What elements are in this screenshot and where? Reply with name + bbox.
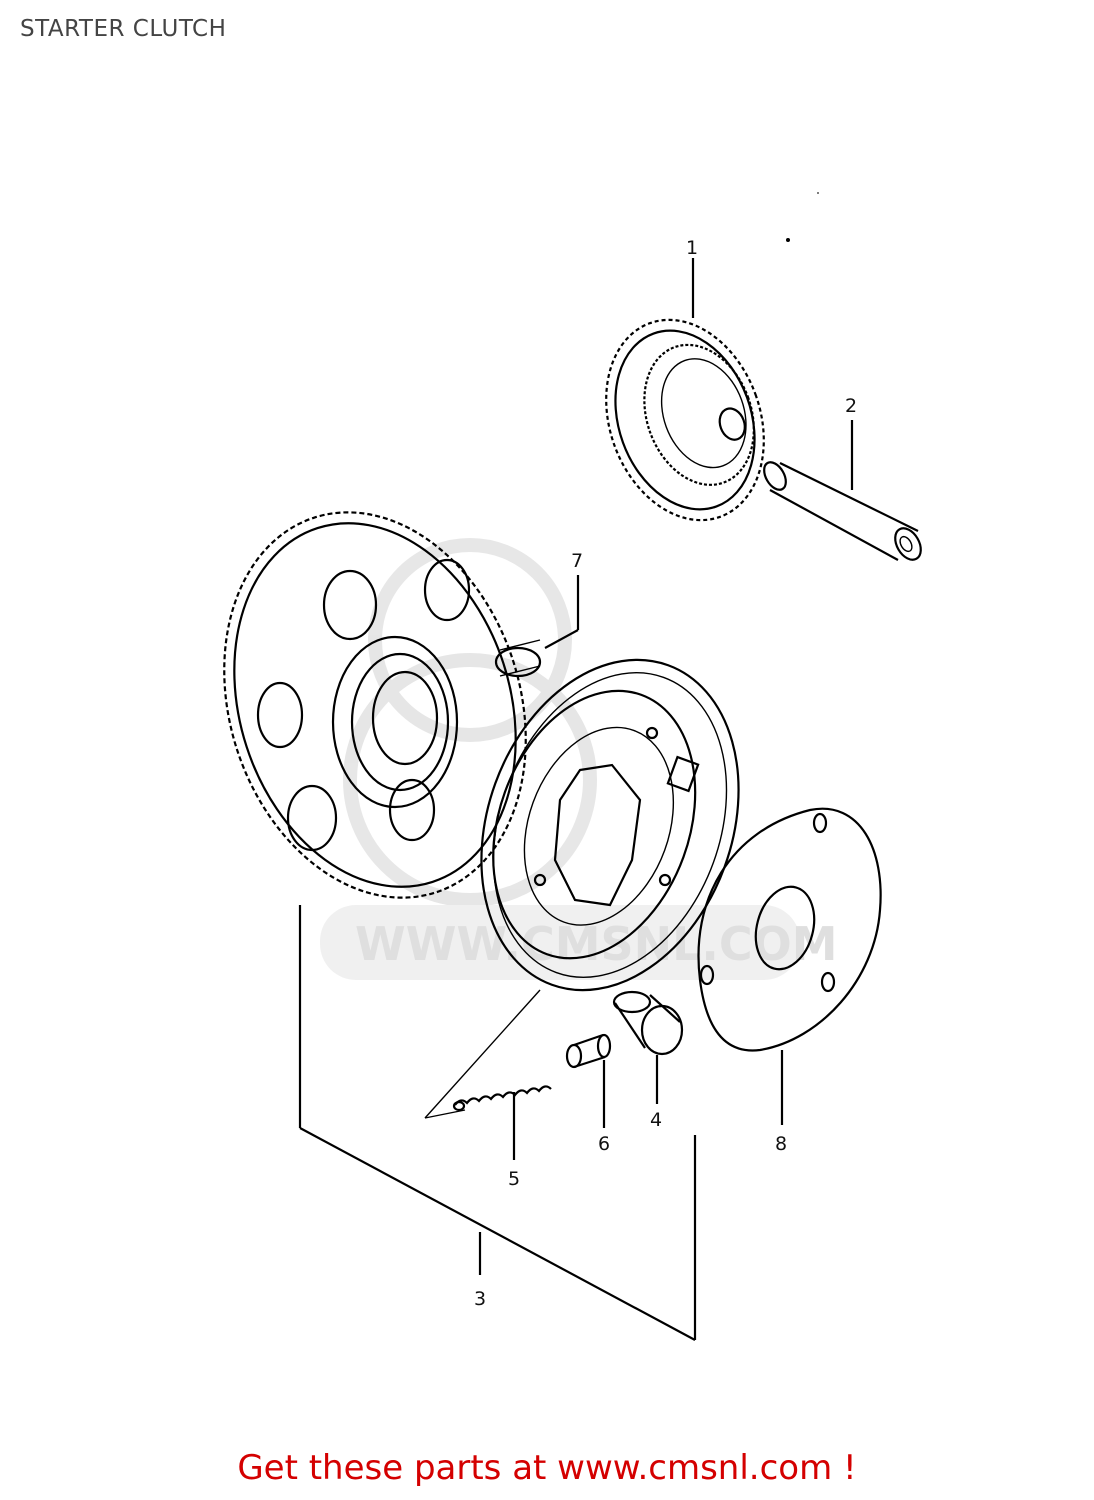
part-8-plate <box>697 807 882 1052</box>
part-6-pin <box>565 1033 612 1069</box>
part-3-starter-gear <box>223 511 527 899</box>
callout-8: 8 <box>775 1133 787 1155</box>
part-7-bolt <box>494 639 542 678</box>
callout-1: 1 <box>686 237 698 259</box>
part-5-spring <box>452 1085 552 1112</box>
leader-lines <box>298 258 854 1341</box>
callout-5: 5 <box>508 1168 520 1190</box>
part-4-roller <box>612 990 684 1056</box>
footer-link[interactable]: Get these parts at www.cmsnl.com ! <box>237 1448 857 1488</box>
callout-4: 4 <box>650 1109 662 1131</box>
callout-7: 7 <box>571 550 583 572</box>
page-title: STARTER CLUTCH <box>20 16 227 42</box>
callout-3: 3 <box>474 1288 486 1310</box>
part-1-idle-gear <box>605 318 765 522</box>
callout-2: 2 <box>845 395 857 417</box>
callout-6: 6 <box>598 1133 610 1155</box>
part-2-shaft <box>763 461 922 561</box>
